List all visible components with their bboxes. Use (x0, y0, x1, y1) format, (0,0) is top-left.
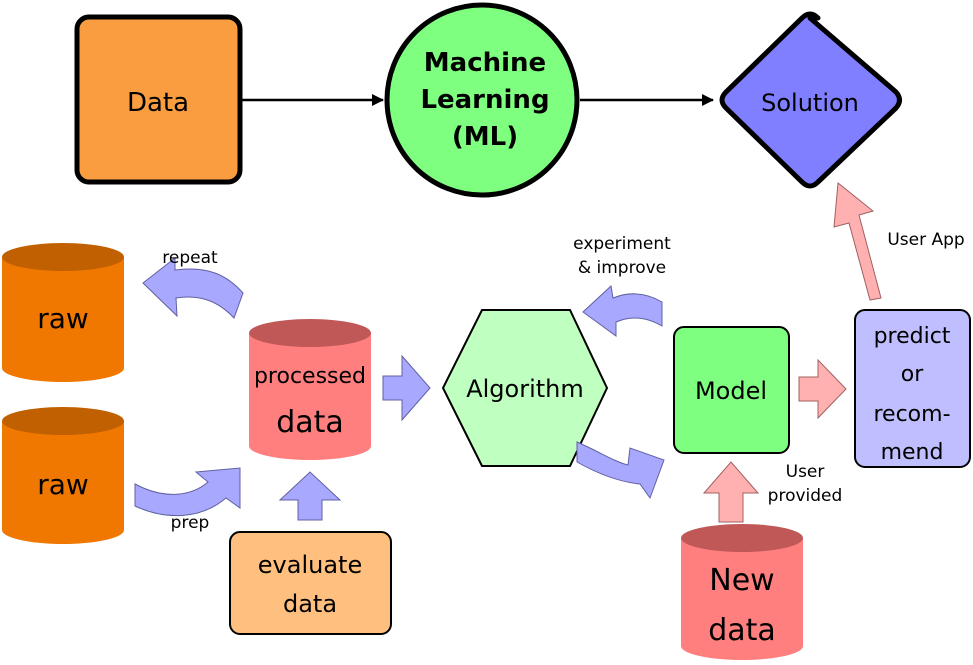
user-app-label: User App (887, 230, 964, 250)
processed-label-line2: data (276, 405, 344, 440)
ml-label-line2: Learning (420, 85, 549, 115)
predict-label-line3: recom- (873, 402, 950, 427)
new-data-label-line2: data (708, 613, 776, 648)
data-node-label: Data (127, 88, 189, 118)
evaluate-data-node: evaluate data (229, 531, 392, 635)
new-data-label-line1: New (709, 563, 774, 598)
raw-cylinder-bottom: raw (2, 407, 124, 544)
prep-arrow: prep (134, 467, 241, 533)
processed-to-algorithm-arrow (382, 354, 431, 422)
user-provided-label-line1: User (786, 462, 825, 482)
user-app-arrow: User App (833, 182, 965, 301)
raw-top-label: raw (37, 302, 89, 335)
user-provided-label-line2: provided (768, 486, 843, 506)
algorithm-label: Algorithm (466, 375, 584, 403)
ml-label-line1: Machine (424, 48, 546, 78)
raw-bottom-label: raw (37, 468, 89, 501)
evaluate-label-line1: evaluate (258, 551, 362, 579)
evaluate-to-processed-arrow (278, 471, 342, 521)
experiment-label-line1: experiment (573, 234, 671, 254)
solution-label: Solution (761, 89, 859, 117)
algorithm-node: Algorithm (441, 309, 609, 467)
ml-label-line3: (ML) (452, 122, 518, 152)
prep-label: prep (171, 513, 210, 533)
solution-node: Solution (719, 11, 902, 189)
predict-label-line2: or (901, 362, 924, 387)
data-node: Data (74, 14, 243, 185)
predict-label-line4: mend (881, 440, 944, 465)
raw-cylinder-top: raw (2, 243, 124, 382)
model-node: Model (673, 326, 790, 454)
model-to-predict-arrow (798, 358, 847, 420)
processed-data-cylinder: processed data (249, 319, 371, 460)
predict-label-line1: predict (874, 324, 951, 349)
model-label: Model (695, 377, 767, 405)
predict-node: predict or recom- mend (854, 309, 971, 468)
new-data-cylinder: New data (681, 524, 803, 660)
experiment-arrow: experiment & improve (573, 234, 671, 337)
algorithm-to-model-arrow (576, 441, 665, 500)
evaluate-label-line2: data (283, 590, 337, 618)
repeat-arrow: repeat (142, 248, 244, 319)
processed-label-line1: processed (254, 364, 366, 389)
ml-node: Machine Learning (ML) (384, 2, 580, 198)
repeat-label: repeat (162, 248, 218, 268)
user-provided-arrow: User provided (702, 461, 843, 523)
experiment-label-line2: & improve (578, 258, 666, 278)
